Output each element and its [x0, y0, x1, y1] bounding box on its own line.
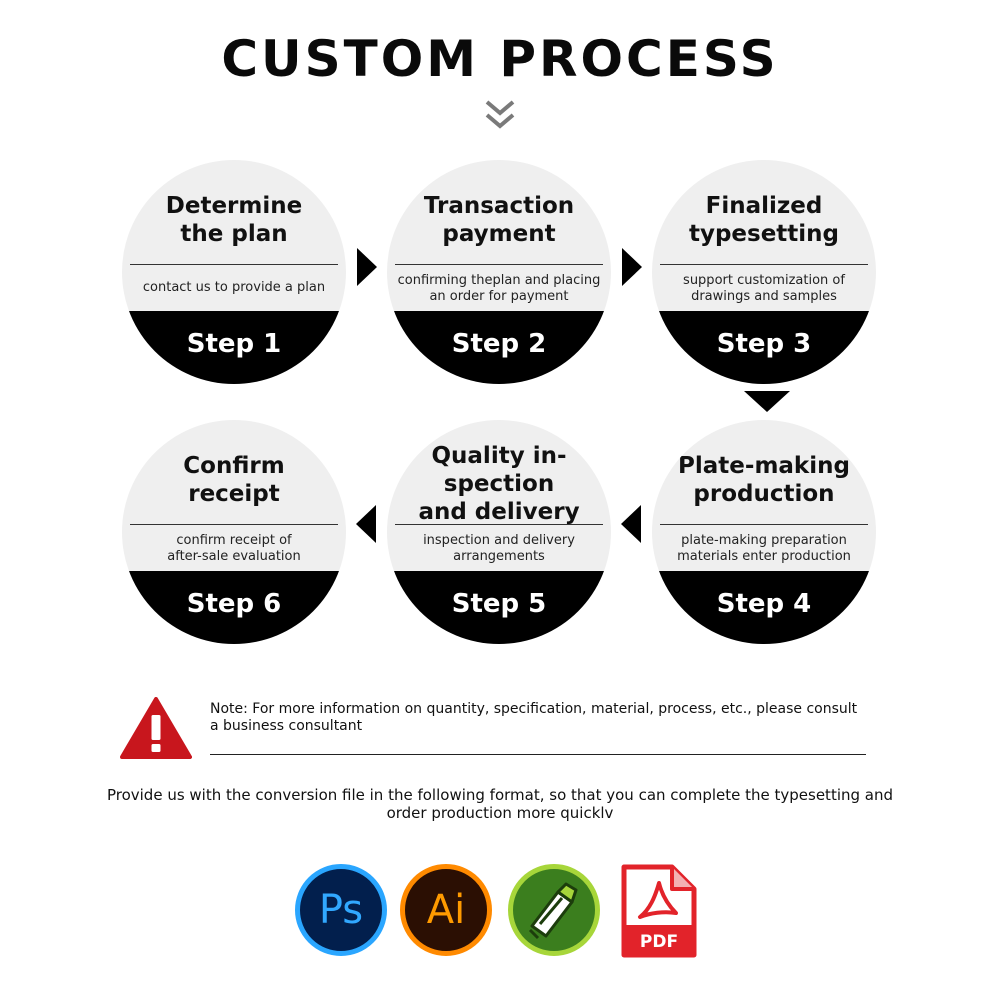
- pen-nib-icon: [528, 882, 578, 940]
- step-title: Transaction payment: [423, 193, 575, 247]
- photoshop-icon: Ps: [295, 864, 387, 956]
- step-circle-1: Determine the plan contact us to provide…: [122, 160, 346, 384]
- step-label: Step 3: [652, 311, 876, 384]
- step-title: Plate-making production: [678, 453, 850, 507]
- warning-icon: [120, 697, 192, 759]
- step-label: Step 5: [387, 571, 611, 644]
- coreldraw-icon: [508, 864, 600, 956]
- divider: [395, 524, 603, 525]
- step-title: Confirm receipt: [183, 453, 285, 507]
- note-text: Note: For more information on quantity, …: [210, 701, 858, 734]
- step-circle-2: Transaction payment confirming theplan a…: [387, 160, 611, 384]
- arrow-down-icon: [744, 391, 790, 412]
- page-title: CUSTOM PROCESS: [221, 30, 779, 88]
- step-label: Step 1: [122, 311, 346, 384]
- illustrator-label: Ai: [426, 887, 466, 933]
- arrow-left-icon: [356, 505, 376, 543]
- step-description: confirming theplan and placing an order …: [397, 273, 601, 304]
- divider: [130, 264, 338, 265]
- step-title: Finalized typesetting: [688, 193, 840, 247]
- step-circle-4: Plate-making production plate-making pre…: [652, 420, 876, 644]
- step-description: inspection and delivery arrangements: [423, 533, 575, 564]
- divider: [210, 754, 866, 755]
- format-instructions: Provide us with the conversion file in t…: [106, 786, 894, 822]
- step-description: plate-making preparation materials enter…: [677, 533, 851, 564]
- pdf-label: PDF: [640, 932, 678, 952]
- step-circle-6: Confirm receipt confirm receipt of after…: [122, 420, 346, 644]
- arrow-right-icon: [357, 248, 377, 286]
- divider: [395, 264, 603, 265]
- divider: [660, 524, 868, 525]
- arrow-left-icon: [621, 505, 641, 543]
- step-description: contact us to provide a plan: [142, 280, 326, 295]
- chevron-down-icon: [485, 100, 515, 129]
- step-circle-3: Finalized typesetting support customizat…: [652, 160, 876, 384]
- step-title: Determine the plan: [165, 193, 303, 247]
- step-title: Quality in- spection and delivery: [418, 443, 580, 525]
- step-description: support customization of drawings and sa…: [683, 273, 845, 304]
- step-label: Step 2: [387, 311, 611, 384]
- step-circle-5: Quality in- spection and delivery inspec…: [387, 420, 611, 644]
- divider: [660, 264, 868, 265]
- step-description: confirm receipt of after-sale evaluation: [167, 533, 301, 564]
- step-label: Step 6: [122, 571, 346, 644]
- photoshop-label: Ps: [318, 887, 364, 933]
- step-label: Step 4: [652, 571, 876, 644]
- pdf-icon: PDF: [621, 864, 697, 958]
- arrow-right-icon: [622, 248, 642, 286]
- illustrator-icon: Ai: [400, 864, 492, 956]
- divider: [130, 524, 338, 525]
